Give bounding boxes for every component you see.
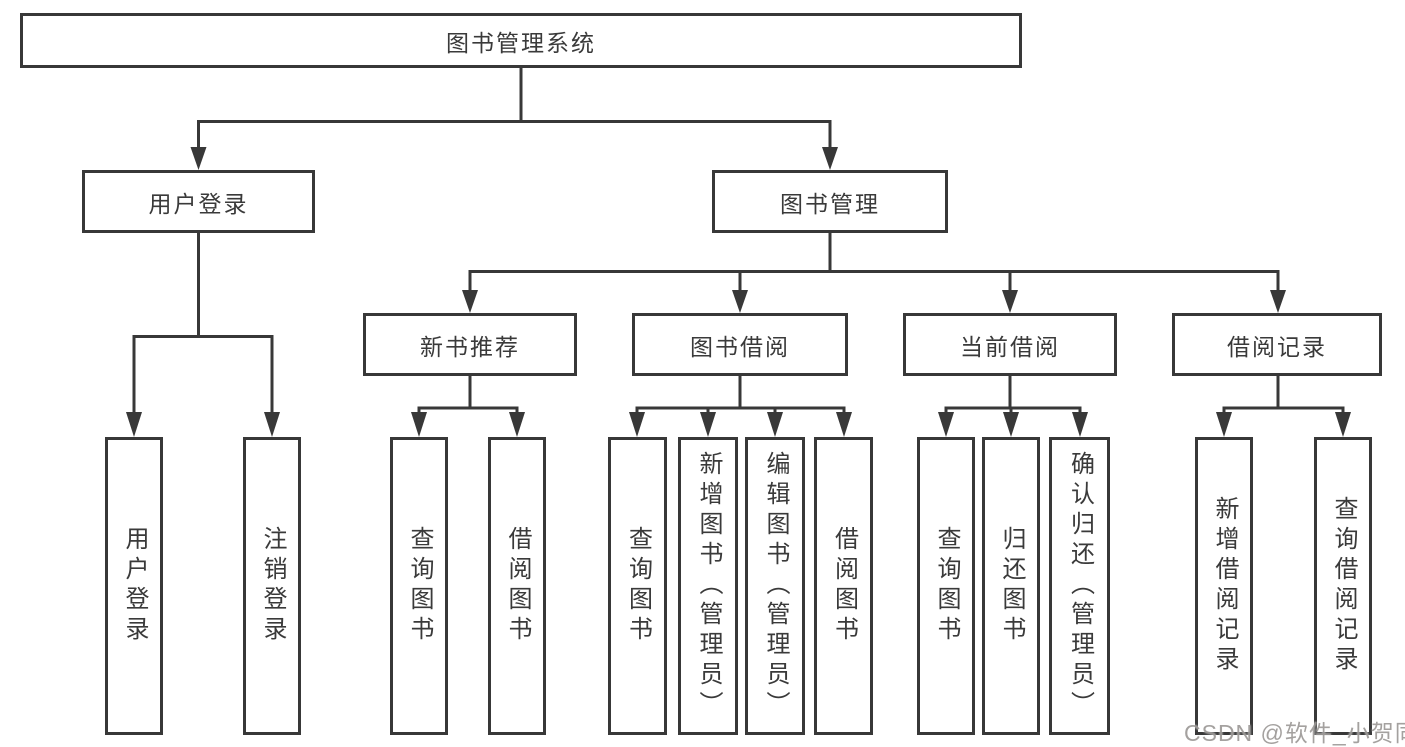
node-label: 查询借阅记录 (1330, 496, 1357, 676)
node-query-books-current: 查询图书 (917, 437, 975, 735)
node-label: 注销登录 (259, 526, 286, 646)
node-add-books-admin: 新增图书（管理员） (678, 437, 738, 735)
watermark: CSDN @软件_小贺同学 (1184, 720, 1405, 746)
node-user-login-group: 用户登录 (82, 170, 315, 233)
node-label: 借阅图书 (504, 526, 531, 646)
node-borrow-books-recommend: 借阅图书 (488, 437, 546, 735)
node-label: 新增图书（管理员） (695, 451, 722, 721)
node-label: 确认归还（管理员） (1066, 451, 1094, 721)
node-query-borrow-record: 查询借阅记录 (1314, 437, 1372, 735)
node-query-books-borrowing: 查询图书 (608, 437, 667, 735)
node-label: 查询图书 (933, 526, 960, 646)
node-label: 查询图书 (624, 526, 652, 646)
node-current-borrowing: 当前借阅 (903, 313, 1117, 376)
node-root-system: 图书管理系统 (20, 13, 1022, 68)
node-borrow-books-borrowing: 借阅图书 (814, 437, 873, 735)
node-label: 当前借阅 (960, 333, 1060, 360)
node-return-books: 归还图书 (982, 437, 1040, 735)
node-label: 图书管理 (780, 190, 880, 217)
node-new-book-recommend: 新书推荐 (363, 313, 577, 376)
node-label: 图书管理系统 (446, 29, 596, 56)
node-query-books-recommend: 查询图书 (390, 437, 448, 735)
node-logout: 注销登录 (243, 437, 301, 735)
node-label: 用户登录 (121, 526, 148, 646)
node-user-login: 用户登录 (105, 437, 163, 735)
node-label: 新增借阅记录 (1211, 496, 1238, 676)
node-label: 新书推荐 (420, 333, 520, 360)
node-label: 编辑图书（管理员） (762, 451, 789, 721)
node-label: 借阅图书 (830, 526, 858, 646)
node-label: 借阅记录 (1227, 333, 1327, 360)
node-label: 归还图书 (998, 526, 1025, 646)
node-label: 查询图书 (406, 526, 433, 646)
node-edit-books-admin: 编辑图书（管理员） (745, 437, 805, 735)
node-book-borrowing: 图书借阅 (632, 313, 848, 376)
node-book-management: 图书管理 (712, 170, 948, 233)
node-borrow-records: 借阅记录 (1172, 313, 1382, 376)
node-confirm-return-admin: 确认归还（管理员） (1049, 437, 1110, 735)
node-add-borrow-record: 新增借阅记录 (1195, 437, 1253, 735)
node-label: 用户登录 (148, 190, 249, 217)
node-label: 图书借阅 (690, 333, 790, 360)
arrowhead-icons (126, 147, 1351, 437)
